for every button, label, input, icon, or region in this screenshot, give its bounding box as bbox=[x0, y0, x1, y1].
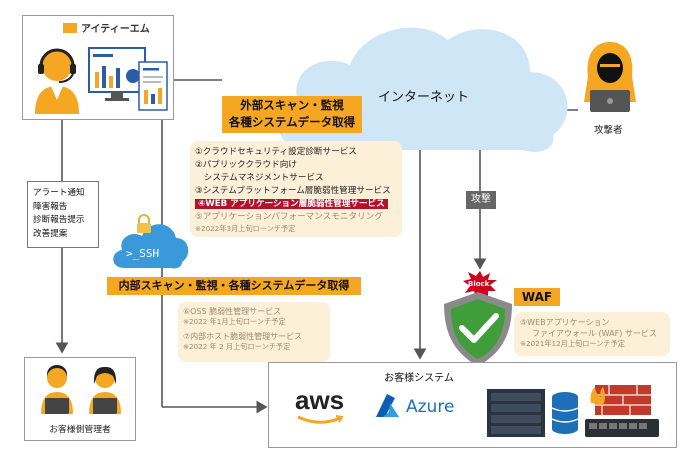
waf-service-note: ※2021年12月上旬ローンチ予定 bbox=[520, 339, 625, 348]
operator-icon bbox=[35, 48, 79, 114]
internal-service-name: ⑥OSS 脆弱性管理サービス bbox=[183, 307, 282, 316]
admin-users-icon bbox=[41, 365, 121, 414]
alerts-box: アラート通知 障害報告 診断報告提示 改善提案 bbox=[27, 181, 99, 248]
cloud-icon bbox=[278, 27, 568, 152]
ssh-label: >_SSH bbox=[126, 247, 160, 260]
block-burst-icon bbox=[463, 271, 497, 297]
service-item: ③システムプラットフォーム層脆弱性管理サービス bbox=[195, 186, 391, 196]
internal-scan-label: 内部スキャン・監視・各種システムデータ取得 bbox=[107, 277, 361, 295]
alert-item: アラート通知 bbox=[33, 188, 85, 198]
aws-smile-icon bbox=[297, 415, 344, 424]
shield-check-icon bbox=[444, 292, 512, 366]
external-scan-line2: 各種システムデータ取得 bbox=[228, 115, 356, 129]
lock-icon bbox=[137, 214, 151, 233]
company-logo-icon bbox=[63, 23, 77, 33]
customer-admin-box: お客様側管理者 bbox=[24, 357, 136, 441]
internal-services-panel: ⑥OSS 脆弱性管理サービス ※2022 年1月上旬ローンチ予定 ⑦内部ホスト脆… bbox=[178, 302, 330, 362]
customer-admin-label: お客様側管理者 bbox=[49, 425, 111, 435]
company-box: アイティーエム bbox=[22, 15, 174, 120]
infrastructure-icons bbox=[487, 385, 659, 437]
database-icon bbox=[551, 392, 579, 434]
waf-service-panel: ⑤WEBアプリケーション ファイアウォール (WAF) サービス ※2021年1… bbox=[514, 312, 670, 356]
service-item: ②パブリッククラウド向け bbox=[195, 160, 297, 170]
customer-system-box: お客様システム aws Azure bbox=[268, 362, 677, 448]
service-note: ※2022年3月上旬ローンチ予定 bbox=[195, 224, 296, 233]
network-switch-icon bbox=[585, 419, 659, 437]
internal-service-note: ※2022 年 2 月上旬ローンチ予定 bbox=[183, 342, 291, 351]
cloud-label: インターネット bbox=[378, 90, 470, 105]
waf-label: WAF bbox=[514, 288, 560, 306]
external-scan-line1: 外部スキャン・監視 bbox=[240, 98, 344, 112]
dashboard-icon bbox=[88, 47, 168, 111]
block-label: Block bbox=[468, 280, 490, 288]
service-item: システムマネジメントサービス bbox=[195, 173, 324, 183]
hacker-icon bbox=[584, 42, 636, 112]
service-item: ①クラウドセキュリティ設定診断サービス bbox=[195, 147, 357, 157]
alert-item: 改善提案 bbox=[33, 228, 68, 239]
attacker-label: 攻撃者 bbox=[594, 125, 623, 136]
ssh-cloud-icon bbox=[113, 224, 189, 269]
server-rack-icon bbox=[487, 389, 545, 437]
alert-item: 診断報告提示 bbox=[33, 215, 85, 225]
firewall-icon bbox=[590, 385, 651, 415]
service-item: ⑤アプリケーションパフォーマンスモニタリング bbox=[195, 212, 383, 222]
waf-service-line2: ファイアウォール (WAF) サービス bbox=[532, 329, 657, 338]
attack-label: 攻撃 bbox=[466, 191, 496, 209]
external-scan-label: 外部スキャン・監視 各種システムデータ取得 bbox=[222, 96, 362, 133]
internal-service-note: ※2022 年1月上旬ローンチ予定 bbox=[183, 317, 286, 326]
external-services-panel: ①クラウドセキュリティ設定診断サービス ②パブリッククラウド向け システムマネジ… bbox=[190, 141, 402, 237]
alert-item: 障害報告 bbox=[33, 201, 68, 212]
company-name: アイティーエム bbox=[81, 24, 150, 35]
service-item-highlighted: ④WEB アプリケーション層脆弱性管理サービス bbox=[195, 199, 388, 209]
azure-logo: Azure bbox=[406, 397, 455, 417]
azure-logo-icon bbox=[376, 394, 399, 417]
customer-system-label: お客様システム bbox=[384, 373, 454, 384]
aws-logo: aws bbox=[295, 385, 345, 415]
internal-service-name: ⑦内部ホスト脆弱性管理サービス bbox=[183, 332, 303, 341]
waf-service-line1: ⑤WEBアプリケーション bbox=[520, 318, 610, 327]
